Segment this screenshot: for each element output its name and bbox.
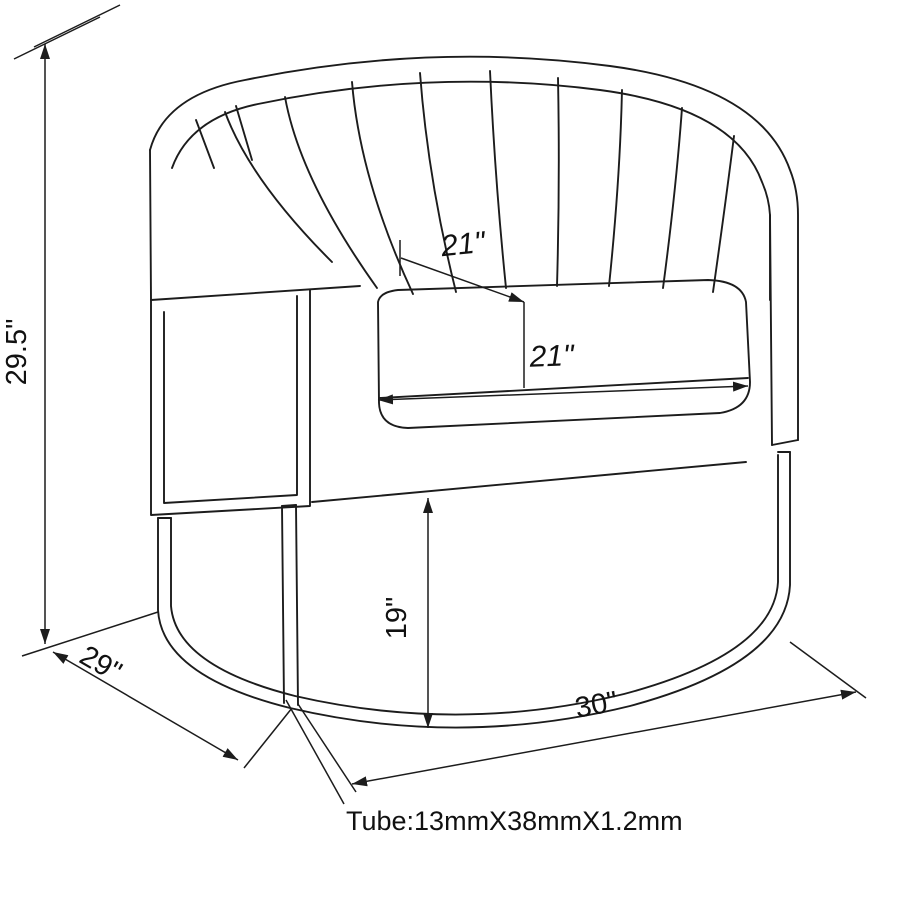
seat-depth-arrow (400, 257, 525, 303)
back-channel-line (489, 70, 507, 289)
side-panel-outer (150, 289, 311, 516)
height-extension-bottom (21, 611, 159, 657)
back-channel-line (284, 96, 378, 289)
back-channel-line (556, 77, 560, 287)
left-arm-bottom-edge (150, 285, 361, 301)
back-channel-line (662, 107, 683, 289)
seat-height-label: 19" (381, 597, 413, 640)
right-arm-bottom-edge (771, 439, 799, 446)
base-frame-outer (157, 451, 791, 729)
left-arm-front-edge (149, 149, 152, 301)
height-extension-tick-top (33, 4, 121, 48)
back-channel-line (608, 89, 623, 287)
front-leg-cap (281, 504, 297, 507)
front-leg-outer (281, 505, 285, 704)
back-channel-line (419, 72, 457, 293)
depth-dimension-label: 29" (74, 640, 127, 689)
arm-tuft-line (235, 105, 253, 161)
dimension-annotations: 29.5" 29" 30" 21" 21" 19" Tube:13mmX38m (1, 4, 867, 836)
seat-width-dimension-line (377, 381, 749, 405)
back-outer-rim (149, 55, 799, 441)
seat-cushion (377, 279, 751, 429)
height-extension-tick-top-2 (13, 16, 101, 60)
back-channel-line (351, 81, 414, 295)
width-dimension-line (351, 689, 857, 787)
base-frame-inner (170, 454, 779, 716)
arm-tuft-line (195, 119, 215, 169)
front-leg-inner (295, 504, 299, 706)
chair-line-art (149, 55, 799, 729)
width-extension-tick-left (297, 703, 357, 793)
back-channel-line (224, 111, 333, 263)
width-dimension-label: 30" (573, 686, 620, 725)
right-arm-inner-edge (769, 214, 773, 446)
seat-depth-label: 21" (438, 226, 488, 264)
tube-spec-label: Tube:13mmX38mmX1.2mm (346, 806, 683, 836)
side-panel-inner (163, 295, 298, 504)
width-extension-tick-right (789, 641, 867, 699)
height-dimension-label: 29.5" (1, 319, 33, 386)
depth-dimension-line (52, 651, 239, 761)
seat-deck-line (311, 461, 747, 503)
tube-leader-line (285, 699, 345, 805)
back-channel-line (712, 135, 735, 293)
depth-extension-tick (243, 707, 293, 769)
back-inner-rim (171, 80, 771, 301)
seat-width-label: 21" (528, 339, 575, 374)
